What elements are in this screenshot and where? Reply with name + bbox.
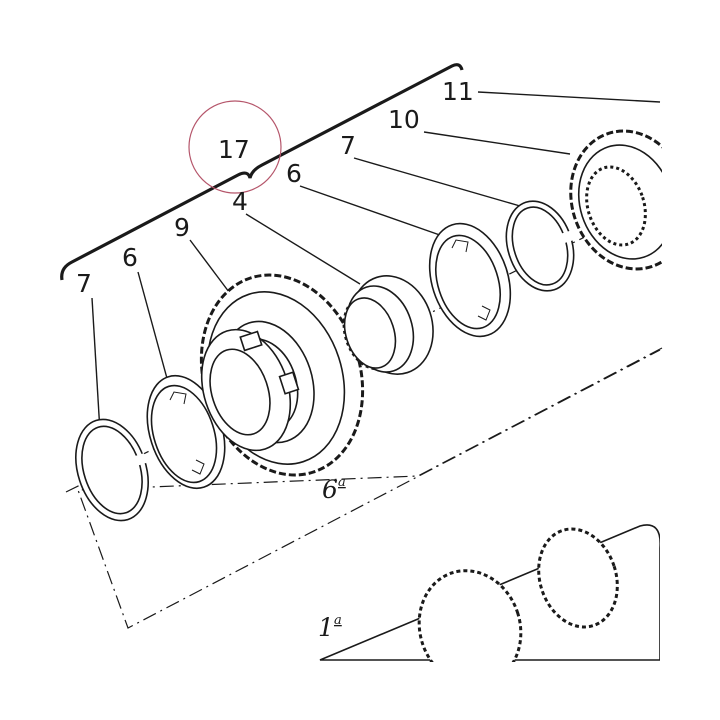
callout-10: 10 [388, 105, 420, 134]
main-shaft [300, 500, 720, 720]
gear-10 [569, 90, 720, 310]
shaft-axis-line [77, 347, 663, 629]
callout-17: 17 [218, 135, 250, 164]
callout-7-right: 7 [340, 131, 356, 160]
gear-label-first-sup: a [334, 613, 342, 628]
callout-6-right: 6 [286, 159, 302, 188]
leader-lines [91, 91, 661, 433]
circlip-right [505, 200, 578, 292]
gear-9 [199, 273, 365, 477]
callout-9: 9 [174, 213, 190, 242]
thrust-washer-left [146, 374, 226, 490]
highlight-circle [188, 100, 282, 194]
callout-6-left: 6 [122, 243, 138, 272]
needle-bearing-4 [342, 275, 434, 375]
callout-4: 4 [232, 187, 248, 216]
gear-label-sixth: 6 [322, 475, 338, 504]
gear-label-sixth-sup: a [338, 475, 346, 490]
thrust-washer-right [428, 222, 512, 338]
callout-7-left: 7 [76, 269, 92, 298]
gear-label-first: 1 [318, 613, 334, 642]
callout-11: 11 [442, 77, 474, 106]
group-bracket [60, 63, 464, 281]
circlip-left [75, 418, 149, 522]
